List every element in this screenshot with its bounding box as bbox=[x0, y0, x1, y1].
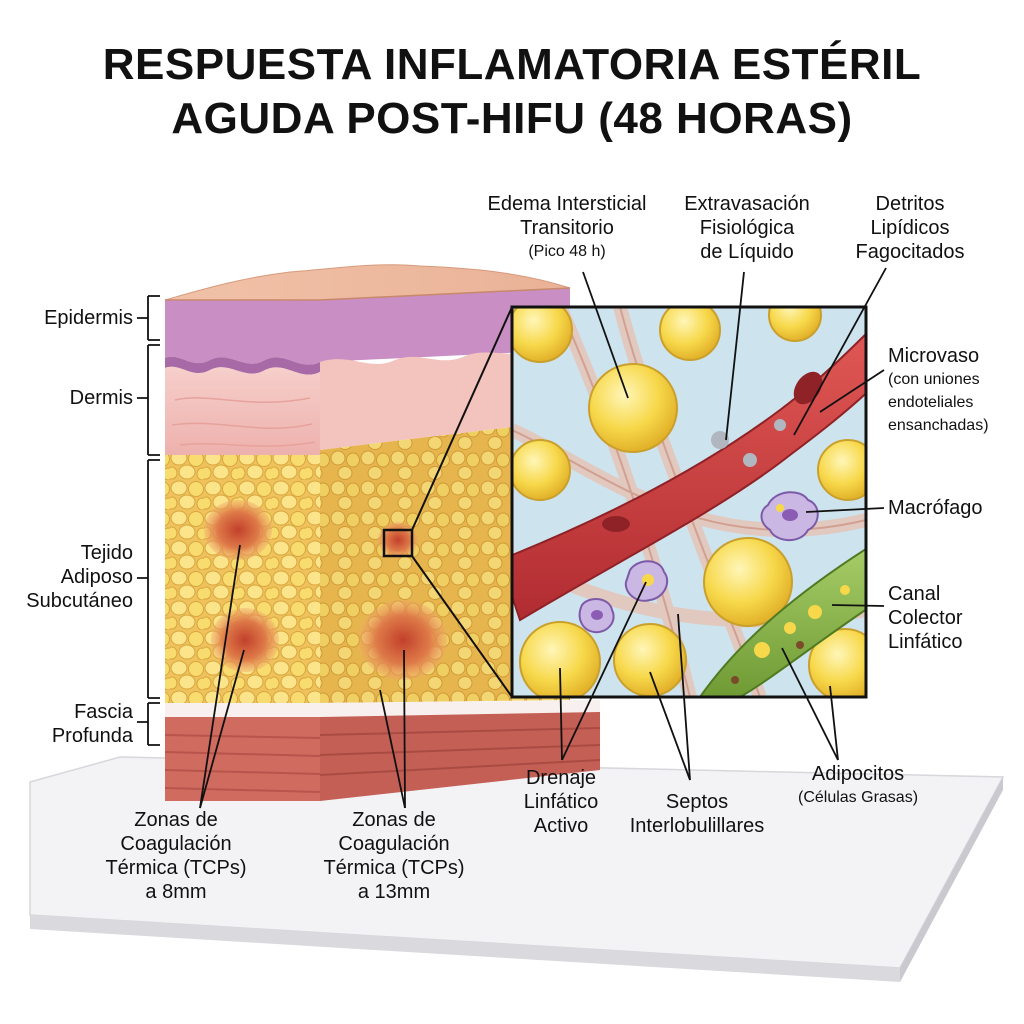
label-fascia-line-1: Fascia bbox=[74, 701, 133, 723]
title-line-1: RESPUESTA INFLAMATORIA ESTÉRIL bbox=[102, 40, 922, 89]
label-epidermis: Epidermis bbox=[44, 306, 133, 330]
callout-lymph-channel-line-3: Linfático bbox=[888, 631, 963, 653]
bracket-adipose bbox=[137, 459, 160, 699]
callout-lymph-channel: Canal Colector Linfático bbox=[888, 582, 963, 654]
label-adipose-line-1: Tejido bbox=[80, 542, 133, 564]
layer-brackets bbox=[137, 295, 160, 746]
callout-tcp13-line-3: Térmica (TCPs) bbox=[323, 857, 465, 879]
title-line-2: AGUDA POST-HIFU (48 HORAS) bbox=[171, 94, 853, 143]
lymphatic-channel bbox=[698, 547, 866, 697]
display-platform bbox=[29, 756, 1005, 982]
fascia-layer bbox=[164, 703, 321, 801]
callout-extravasation-line-1: Extravasación bbox=[684, 193, 810, 215]
callout-lipid-debris: Detritos Lipídicos Fagocitados bbox=[856, 192, 965, 264]
callout-macrophage-text: Macrófago bbox=[888, 497, 983, 519]
tcp-lesion-side-13mm bbox=[359, 600, 447, 680]
tcp-lesion-lower bbox=[211, 608, 279, 672]
bracket-epidermis bbox=[137, 295, 160, 341]
callout-edema: Edema Intersticial Transitorio (Pico 48 … bbox=[488, 192, 647, 264]
callout-macrophage: Macrófago bbox=[888, 496, 983, 520]
dermis-layer bbox=[165, 366, 320, 455]
callout-extravasation-line-2: Fisiológica bbox=[699, 217, 795, 239]
callout-septa-line-1: Septos bbox=[665, 791, 729, 813]
tissue-block bbox=[164, 264, 601, 801]
bracket-fascia bbox=[137, 702, 160, 746]
macrophage-cells bbox=[578, 491, 819, 634]
callout-lymph-channel-line-1: Canal bbox=[888, 583, 941, 605]
callout-lymph-drainage: Drenaje Linfático Activo bbox=[524, 766, 599, 838]
callout-extravasation-line-3: de Líquido bbox=[700, 241, 794, 263]
label-adipose-line-2: Adiposo bbox=[60, 566, 133, 588]
callout-adipocytes-text: Adipocitos bbox=[811, 763, 905, 785]
callout-edema-line-2: Transitorio bbox=[520, 217, 614, 239]
callout-tcp-13mm: Zonas de Coagulación Térmica (TCPs) a 13… bbox=[323, 808, 464, 904]
leader-lines bbox=[199, 267, 887, 809]
microscopic-inset bbox=[510, 305, 868, 699]
tcp-lesion-upper bbox=[204, 500, 272, 560]
callout-tcp8-line-1: Zonas de bbox=[134, 809, 218, 831]
callout-tcp-8mm: Zonas de Coagulación Térmica (TCPs) a 8m… bbox=[105, 808, 246, 904]
callout-microvessel-sub-3: ensanchadas) bbox=[888, 417, 989, 434]
callout-extravasation: Extravasación Fisiológica de Líquido bbox=[684, 192, 810, 264]
callout-microvessel: Microvaso (con uniones endoteliales ensa… bbox=[888, 344, 989, 437]
callout-lymph-drainage-line-1: Drenaje bbox=[525, 767, 597, 789]
label-dermis-text: Dermis bbox=[69, 387, 133, 409]
callout-tcp13-line-4: a 13mm bbox=[357, 881, 431, 903]
callout-microvessel-sub-1: (con uniones bbox=[888, 371, 980, 388]
callout-lipid-line-2: Lipídicos bbox=[870, 217, 950, 239]
callout-tcp13-line-1: Zonas de bbox=[352, 809, 436, 831]
callout-tcp13-line-2: Coagulación bbox=[338, 833, 450, 855]
callout-edema-sub: (Pico 48 h) bbox=[528, 243, 606, 260]
callout-adipocytes-sub: (Células Grasas) bbox=[797, 789, 919, 806]
callout-tcp8-line-2: Coagulación bbox=[120, 833, 232, 855]
label-fascia: Fascia Profunda bbox=[52, 700, 133, 748]
epidermis-layer bbox=[165, 300, 320, 375]
callout-tcp8-line-4: a 8mm bbox=[145, 881, 207, 903]
callout-adipocytes: Adipocitos (Células Grasas) bbox=[798, 762, 918, 810]
callout-lymph-channel-line-2: Colector bbox=[888, 607, 963, 629]
zoom-line-top bbox=[411, 306, 513, 531]
callout-tcp8-line-3: Térmica (TCPs) bbox=[105, 857, 247, 879]
adipocyte-cells bbox=[512, 307, 866, 697]
zoom-line-bottom bbox=[411, 555, 513, 698]
label-epidermis-text: Epidermis bbox=[44, 307, 133, 329]
callout-lymph-drainage-line-2: Linfático bbox=[523, 791, 599, 813]
label-adipose-line-3: Subcutáneo bbox=[26, 590, 133, 612]
callout-microvessel-line-1: Microvaso bbox=[888, 345, 980, 367]
page-title: RESPUESTA INFLAMATORIA ESTÉRIL AGUDA POS… bbox=[0, 38, 1024, 146]
callout-septa: Septos Interlobulillares bbox=[630, 790, 765, 838]
label-fascia-line-2: Profunda bbox=[51, 725, 133, 747]
callout-microvessel-sub-2: endoteliales bbox=[888, 394, 974, 411]
callout-edema-line-1: Edema Intersticial bbox=[487, 193, 647, 215]
zoom-indicator-box bbox=[382, 528, 414, 558]
callout-lymph-drainage-line-3: Activo bbox=[533, 815, 589, 837]
label-adipose: Tejido Adiposo Subcutáneo bbox=[26, 541, 133, 613]
skin-surface bbox=[164, 264, 571, 301]
callout-septa-line-2: Interlobulillares bbox=[629, 815, 765, 837]
callout-lipid-line-1: Detritos bbox=[875, 193, 945, 215]
callout-lipid-line-3: Fagocitados bbox=[855, 241, 965, 263]
bracket-dermis bbox=[137, 344, 160, 456]
label-dermis: Dermis bbox=[70, 386, 133, 410]
